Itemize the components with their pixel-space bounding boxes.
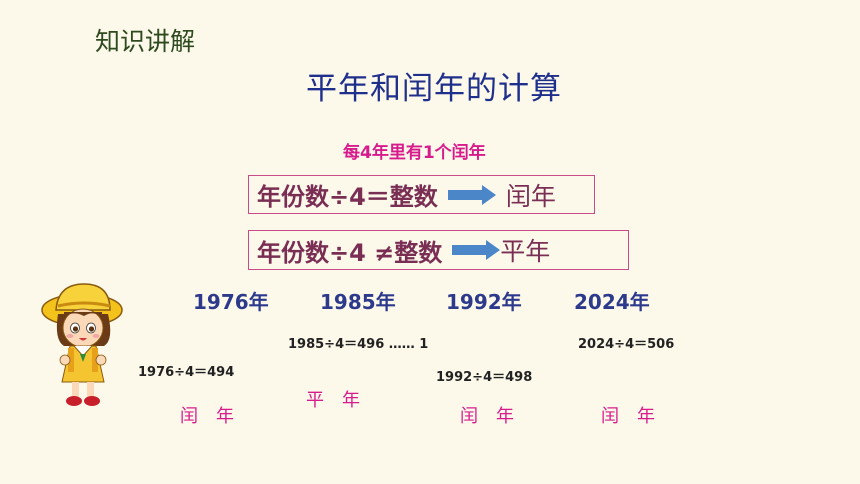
rule-intro: 每4年里有1个闰年 [343,143,486,163]
rule-result: 平年 [500,237,551,266]
arrow-right-icon [447,184,496,205]
example-verdict: 闰年 [601,406,673,427]
example-calc: 1985÷4＝496 …… 1 [288,337,429,352]
example-year: 1985年 [320,290,396,314]
example-calc: 1976÷4＝494 [138,365,235,380]
example-verdict: 闰年 [180,406,252,427]
section-label: 知识讲解 [95,27,196,56]
example-verdict: 闰年 [460,406,532,427]
slide-title: 平年和闰年的计算 [306,71,562,107]
rule-condition: 年份数÷4＝整数 [257,183,438,211]
example-calc: 1992÷4＝498 [436,370,533,385]
cartoon-girl-illustration [41,283,123,406]
arrow-right-icon [452,240,501,260]
rule-condition: 年份数÷4 ≠整数 [257,238,443,267]
example-verdict: 平年 [306,390,378,411]
example-year: 1992年 [446,290,522,314]
example-year: 1976年 [193,290,269,314]
rule-result: 闰年 [505,181,556,211]
rule-box-common: 年份数÷4 ≠整数 平年 [248,230,629,270]
example-calc: 2024÷4＝506 [578,337,675,352]
example-year: 2024年 [574,290,650,314]
rule-box-leap: 年份数÷4＝整数 闰年 [248,175,595,214]
